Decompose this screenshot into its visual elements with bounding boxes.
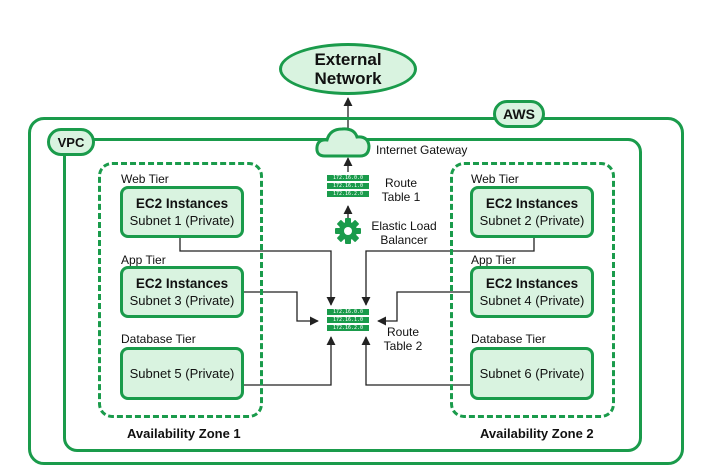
route-table-2-line2: Table 2 — [383, 339, 423, 353]
external-network-line1: External — [314, 50, 382, 69]
route-table-2-icon: 172.16.0.0 172.16.1.0 172.16.2.0 — [327, 309, 369, 333]
route-table-2-label: Route Table 2 — [378, 325, 428, 353]
external-network-line2: Network — [314, 69, 382, 88]
aws-container — [28, 117, 684, 465]
route-table-1-label: Route Table 1 — [376, 176, 426, 204]
az2-db-tier-label: Database Tier — [471, 332, 546, 346]
az1-db-subnet: Subnet 5 (Private) — [129, 366, 235, 381]
route-table-1-line1: Route — [384, 176, 418, 190]
route-table-2-line1: Route — [386, 325, 420, 339]
az1-app-ec2-node: EC2 Instances Subnet 3 (Private) — [120, 266, 244, 318]
route-table-2-row: 172.16.0.0 — [327, 309, 369, 315]
az1-web-ec2-node: EC2 Instances Subnet 1 (Private) — [120, 186, 244, 238]
elb-line1: Elastic Load — [371, 219, 437, 233]
route-table-2-row: 172.16.1.0 — [327, 317, 369, 323]
aws-label: AWS — [503, 106, 535, 122]
az1-db-tier-label: Database Tier — [121, 332, 196, 346]
az2-db-node: Subnet 6 (Private) — [470, 347, 594, 400]
az2-app-title: EC2 Instances — [485, 276, 579, 291]
route-table-1-icon: 172.16.0.0 172.16.1.0 172.16.2.0 — [327, 175, 369, 199]
vpc-label: VPC — [57, 134, 85, 150]
az1-app-subnet: Subnet 3 (Private) — [129, 293, 235, 308]
az2-app-ec2-node: EC2 Instances Subnet 4 (Private) — [470, 266, 594, 318]
az2-app-subnet: Subnet 4 (Private) — [479, 293, 585, 308]
az1-app-title: EC2 Instances — [135, 276, 229, 291]
elb-line2: Balancer — [380, 233, 428, 247]
az2-web-tier-label: Web Tier — [471, 172, 519, 186]
internet-gateway-label: Internet Gateway — [376, 143, 468, 157]
aws-label-cloud: AWS — [493, 100, 545, 128]
arrow-subnet6-to-rt2 — [361, 336, 470, 386]
az2-web-title: EC2 Instances — [485, 196, 579, 211]
arrow-subnet3-to-rt2 — [244, 291, 319, 326]
arrow-subnet4-to-rt2 — [377, 291, 470, 326]
external-network-node: External Network — [279, 43, 417, 95]
route-table-2-row: 172.16.2.0 — [327, 325, 369, 331]
az2-web-ec2-node: EC2 Instances Subnet 2 (Private) — [470, 186, 594, 238]
elb-label: Elastic Load Balancer — [364, 219, 444, 247]
az1-web-subnet: Subnet 1 (Private) — [129, 213, 235, 228]
az1-web-title: EC2 Instances — [135, 196, 229, 211]
availability-zone-2 — [450, 162, 615, 418]
az2-db-subnet: Subnet 6 (Private) — [479, 366, 585, 381]
route-table-1-row: 172.16.0.0 — [327, 175, 369, 181]
vpc-label-cloud: VPC — [47, 128, 95, 156]
route-table-1-row: 172.16.2.0 — [327, 191, 369, 197]
arrow-subnet1-to-rt2 — [179, 238, 336, 306]
az1-app-tier-label: App Tier — [121, 253, 166, 267]
az2-app-tier-label: App Tier — [471, 253, 516, 267]
arrow-subnet5-to-rt2 — [244, 336, 336, 386]
availability-zone-1 — [98, 162, 263, 418]
az1-db-node: Subnet 5 (Private) — [120, 347, 244, 400]
route-table-1-line2: Table 1 — [381, 190, 421, 204]
availability-zone-2-label: Availability Zone 2 — [480, 426, 594, 441]
az1-web-tier-label: Web Tier — [121, 172, 169, 186]
az2-web-subnet: Subnet 2 (Private) — [479, 213, 585, 228]
route-table-1-row: 172.16.1.0 — [327, 183, 369, 189]
availability-zone-1-label: Availability Zone 1 — [127, 426, 241, 441]
